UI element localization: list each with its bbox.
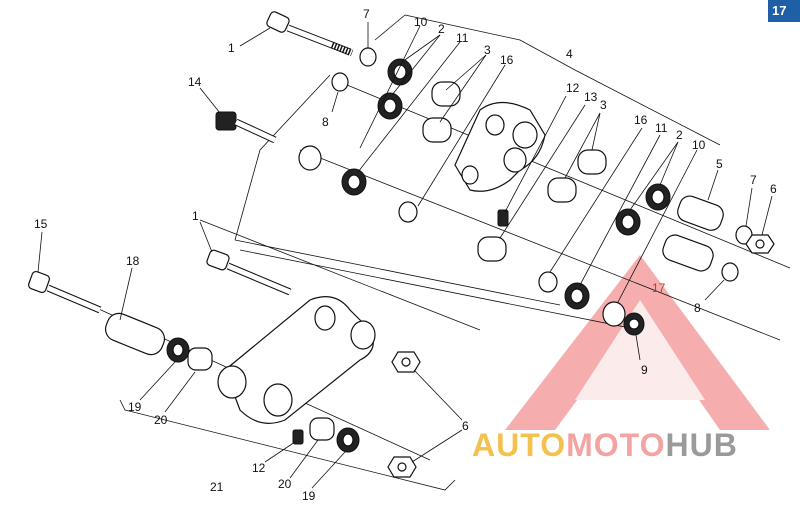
spacer-18 — [104, 312, 166, 356]
watermark-logo — [505, 255, 770, 430]
callout-12-top: 12 — [566, 81, 580, 95]
bushing-20-left — [187, 347, 213, 371]
callout-15: 15 — [34, 217, 48, 231]
grease-nipple-12-bottom — [292, 429, 304, 445]
callout-20-bottom: 20 — [278, 477, 292, 491]
group-brackets — [119, 14, 721, 491]
callout-6-bottom: 6 — [462, 419, 469, 433]
watermark-outer-triangle — [505, 255, 770, 430]
callout-7-top: 7 — [363, 7, 370, 21]
brand-part-moto: MOTO — [566, 427, 666, 463]
callout-7-right: 7 — [750, 173, 757, 187]
washer-7-top — [359, 47, 377, 67]
callout-5: 5 — [716, 157, 723, 171]
callout-6-right: 6 — [770, 182, 777, 196]
spacer-10-right — [602, 301, 626, 327]
callout-11-top: 11 — [456, 31, 469, 45]
nut-6-bottom-low — [387, 456, 417, 478]
bushing-3-bottom — [477, 236, 507, 262]
suspension-link-dogbone — [217, 296, 376, 424]
rocker-arm-body — [454, 101, 546, 192]
bearing-11-right — [564, 282, 590, 310]
brand-part-auto: AUTO — [472, 427, 567, 463]
callout-8-top: 8 — [322, 115, 329, 129]
bolt-1-bottom — [206, 249, 292, 296]
bearing-19-left — [166, 337, 190, 363]
nut-6-bottom-top — [391, 351, 421, 373]
bearing-2b-top — [377, 92, 403, 120]
callout-20-left: 20 — [154, 413, 168, 427]
bearing-2-right — [615, 183, 671, 236]
callout-18: 18 — [126, 254, 140, 268]
callout-13: 13 — [584, 90, 598, 104]
bearing-2-top — [387, 58, 413, 86]
washer-8-top — [331, 72, 349, 92]
bearing-11-left — [341, 168, 367, 196]
callout-17: 17 — [652, 281, 666, 295]
callout-16-right: 16 — [634, 113, 648, 127]
leader-lines — [37, 22, 773, 489]
callout-14: 14 — [188, 75, 202, 89]
washer-8-right — [721, 262, 739, 282]
callout-1-bottom: 1 — [192, 209, 199, 223]
callout-11-right: 11 — [655, 121, 668, 135]
circlip-16-right — [538, 271, 558, 293]
callout-12-bottom: 12 — [252, 461, 266, 475]
nut-6-right — [745, 234, 775, 254]
callout-10-top: 10 — [414, 15, 428, 29]
callout-2-top: 2 — [438, 22, 445, 36]
callout-21: 21 — [210, 480, 224, 494]
callout-19-left: 19 — [128, 400, 142, 414]
callout-3-right: 3 — [600, 98, 607, 112]
watermark-inner-triangle — [575, 300, 705, 400]
callout-9: 9 — [641, 363, 648, 377]
callout-16-top: 16 — [500, 53, 514, 67]
spacer-10-left — [298, 145, 322, 171]
bushing-3-right — [547, 149, 607, 203]
bolt-14 — [215, 111, 277, 144]
page-number-badge: 17 — [768, 0, 800, 22]
brand-wordmark: AUTOMOTOHUB — [472, 425, 738, 465]
callout-1-top: 1 — [228, 41, 235, 55]
callout-4: 4 — [566, 47, 573, 61]
circlip-16-left — [398, 201, 418, 223]
callout-8-right: 8 — [694, 301, 701, 315]
seal-9 — [623, 312, 645, 336]
callout-2-right: 2 — [676, 128, 683, 142]
bolt-1-top — [266, 11, 354, 57]
bushing-3-top — [422, 81, 461, 143]
callout-3-top: 3 — [484, 43, 491, 57]
bearing-19-right — [336, 427, 360, 453]
callout-10-right: 10 — [692, 138, 706, 152]
spacer-5 — [662, 195, 724, 272]
grease-nipple-12-top — [497, 209, 509, 227]
bushing-20-right — [309, 417, 335, 441]
callout-labels: 1 7 10 2 11 3 16 4 14 8 12 13 3 16 11 2 … — [34, 7, 777, 503]
brand-part-hub: HUB — [665, 427, 738, 463]
bolt-15 — [27, 270, 102, 314]
callout-19-bottom: 19 — [302, 489, 316, 503]
